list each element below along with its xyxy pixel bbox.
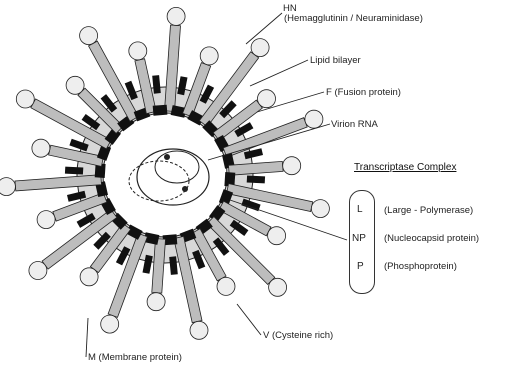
hn-knob [32, 139, 50, 157]
hn-knob [305, 110, 323, 128]
hn-knob [268, 227, 286, 245]
hn-knob [258, 90, 276, 108]
hn-knob [16, 90, 34, 108]
membrane-protein-block [153, 105, 168, 116]
transcriptase-complex-title: Transcriptase Complex [354, 162, 456, 173]
hn-knob [283, 157, 301, 175]
hn-knob [217, 277, 235, 295]
fusion-protein-block [65, 167, 83, 175]
hn-knob [251, 39, 269, 57]
nucleocapsid-letter: NP [352, 233, 366, 244]
hn-knob [101, 315, 119, 333]
hn-knob [190, 321, 208, 339]
hn-knob [200, 47, 218, 65]
polymerase-dot [164, 154, 170, 160]
hn-knob [269, 278, 287, 296]
nucleocapsid-label: (Nucleocapsid protein) [384, 233, 479, 244]
hn-knob [80, 27, 98, 45]
cysteine-rich-label: V (Cysteine rich) [263, 330, 333, 341]
lipid-bilayer-label: Lipid bilayer [310, 55, 361, 66]
hn-knob [0, 178, 15, 196]
hn-description-label: (Hemagglutinin / Neuraminidase) [284, 13, 423, 24]
hn-knob [29, 262, 47, 280]
hn-knob [80, 268, 98, 286]
hn-knob [311, 200, 329, 218]
phosphoprotein-dot [182, 186, 188, 192]
hn-knob [167, 7, 185, 25]
hn-knob [147, 293, 165, 311]
fusion-protein-label: F (Fusion protein) [326, 87, 401, 98]
polymerase-letter: L [357, 204, 363, 215]
phosphoprotein-letter: P [357, 261, 364, 272]
hn-knob [66, 76, 84, 94]
virion-rna-label: Virion RNA [331, 119, 378, 130]
polymerase-label: (Large - Polymerase) [384, 205, 473, 216]
fusion-protein-block [247, 176, 265, 184]
lipid-leader-line [250, 60, 308, 86]
hn-knob [37, 211, 55, 229]
membrane-protein-label: M (Membrane protein) [88, 352, 182, 363]
cysteine-leader-line [237, 304, 261, 335]
hn-knob [129, 42, 147, 60]
phosphoprotein-label: (Phosphoprotein) [384, 261, 457, 272]
